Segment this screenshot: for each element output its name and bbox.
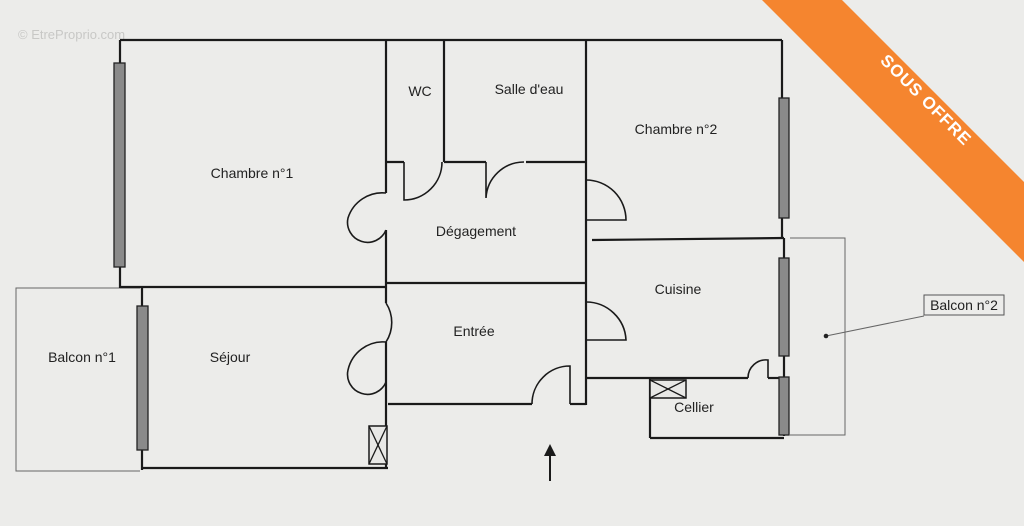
label-entree: Entrée [453,323,494,339]
label-balcon-1: Balcon n°1 [48,349,116,365]
label-wc: WC [408,83,431,99]
label-sejour: Séjour [210,349,251,365]
ventilation-duct-icon [368,379,687,465]
balcony-outlines [15,237,1005,472]
label-cuisine: Cuisine [655,281,702,297]
windows [113,62,790,451]
label-chambre-1: Chambre n°1 [211,165,294,181]
label-degagement: Dégagement [436,223,516,239]
label-balcon-2: Balcon n°2 [930,297,998,313]
doors [346,161,769,405]
label-salle-eau: Salle d'eau [495,81,564,97]
status-banner: SOUS OFFRE [762,0,1024,262]
label-cellier: Cellier [674,399,714,415]
arrow-up-icon [544,444,556,481]
label-chambre-2: Chambre n°2 [635,121,718,137]
watermark: © EtreProprio.com [18,27,125,42]
